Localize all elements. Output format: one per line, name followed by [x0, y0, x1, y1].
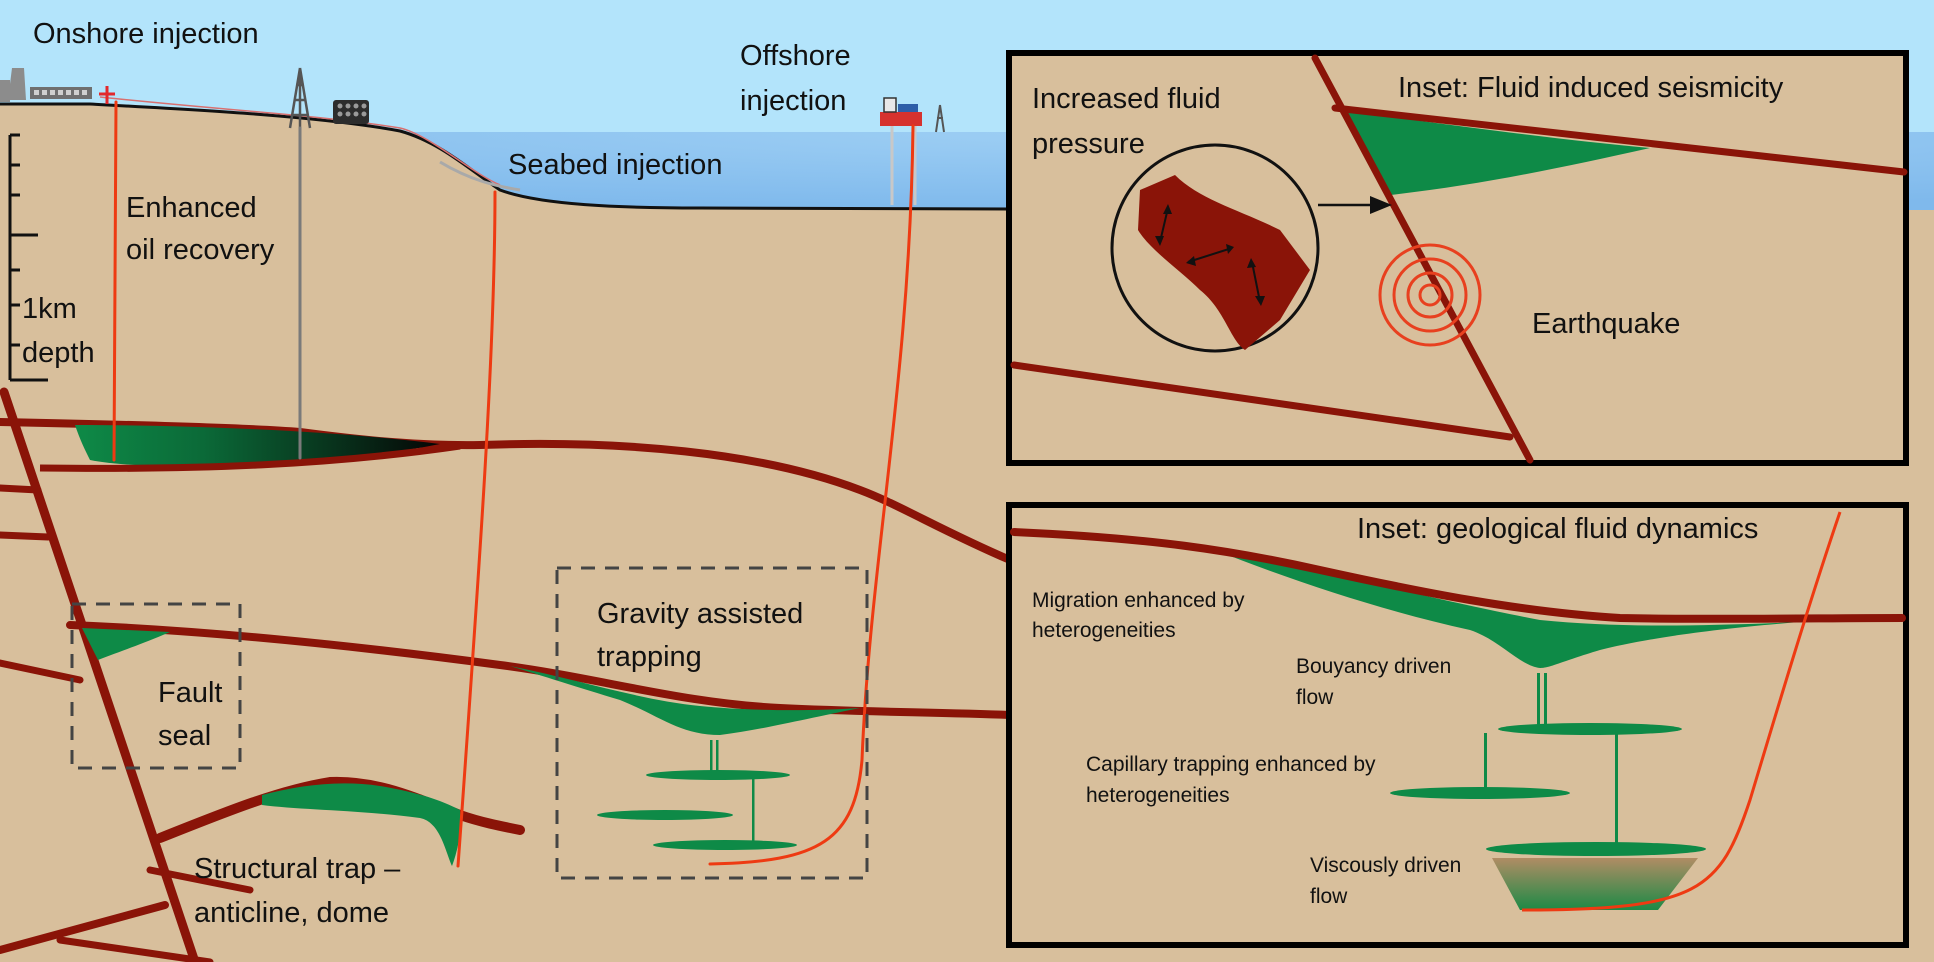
seabed-pipe: [439, 160, 521, 192]
small-rig-icon: [935, 104, 945, 133]
label-migration-line2: heterogeneities: [1032, 619, 1176, 642]
depth-scale: [8, 133, 48, 382]
offshore-platform-icon: [880, 97, 922, 205]
gravity-plume: [510, 666, 860, 735]
inset-dynamics: Inset: geological fluid dynamics Migrati…: [1006, 502, 1909, 948]
gravity-trapping-lenses: [597, 740, 797, 850]
gravity-trapping-box: [555, 566, 869, 880]
label-scale-line1: 1km: [22, 293, 77, 325]
label-structural-line2: anticline, dome: [194, 897, 389, 929]
structural-trap-plume: [262, 783, 461, 866]
label-buoyancy-line2: flow: [1296, 686, 1334, 709]
wellhead-cross-icon: [99, 86, 115, 104]
drilling-rig-icon: [288, 67, 312, 130]
label-scale-line2: depth: [22, 337, 95, 369]
pressure-arrows-icon: [1155, 204, 1265, 306]
label-offshore-line1: Offshore: [740, 40, 851, 72]
label-fault-seal-line2: seal: [158, 720, 211, 752]
label-onshore-injection: Onshore injection: [33, 18, 259, 50]
label-pressure-line1: Increased fluid: [1032, 83, 1221, 115]
inset-seismicity: Inset: Fluid induced seismicity Increase…: [1006, 50, 1909, 466]
label-pressure-line2: pressure: [1032, 128, 1145, 160]
pore-fluid: [1138, 175, 1310, 350]
label-viscous-line1: Viscously driven: [1310, 854, 1461, 877]
label-eor-line1: Enhanced: [126, 192, 257, 224]
viscous-plume: [1492, 858, 1698, 910]
label-structural-line1: Structural trap –: [194, 853, 401, 885]
storage-tanks-icon: [333, 100, 369, 124]
label-viscous-line2: flow: [1310, 885, 1348, 908]
arrowhead-icon: [1370, 196, 1392, 214]
fault-seal-plume: [82, 628, 170, 660]
seismic-plume: [1340, 110, 1650, 195]
label-offshore-line2: injection: [740, 85, 846, 117]
dynamics-well: [1521, 511, 1842, 912]
label-buoyancy-line1: Bouyancy driven: [1296, 655, 1451, 678]
label-seabed-injection: Seabed injection: [508, 149, 722, 181]
capillary-lenses: [1390, 673, 1706, 856]
dynamics-plume: [1210, 548, 1800, 668]
eor-lower-layer: [39, 442, 461, 472]
label-earthquake: Earthquake: [1532, 308, 1680, 340]
inset-seismicity-title: Inset: Fluid induced seismicity: [1398, 72, 1784, 104]
dashed-boxes: [70, 566, 869, 880]
earthquake-rings-icon: [1378, 243, 1482, 347]
label-migration-line1: Migration enhanced by: [1032, 589, 1245, 612]
power-plant-icon: [0, 68, 92, 102]
inset-dynamics-title: Inset: geological fluid dynamics: [1357, 513, 1758, 545]
label-fault-seal-line1: Fault: [158, 677, 222, 709]
label-capillary-line1: Capillary trapping enhanced by: [1086, 753, 1376, 776]
label-capillary-line2: heterogeneities: [1086, 784, 1230, 807]
label-gravity-line1: Gravity assisted: [597, 598, 803, 630]
fault-seal-box: [70, 602, 242, 770]
label-eor-line2: oil recovery: [126, 234, 275, 266]
label-gravity-line2: trapping: [597, 641, 702, 673]
